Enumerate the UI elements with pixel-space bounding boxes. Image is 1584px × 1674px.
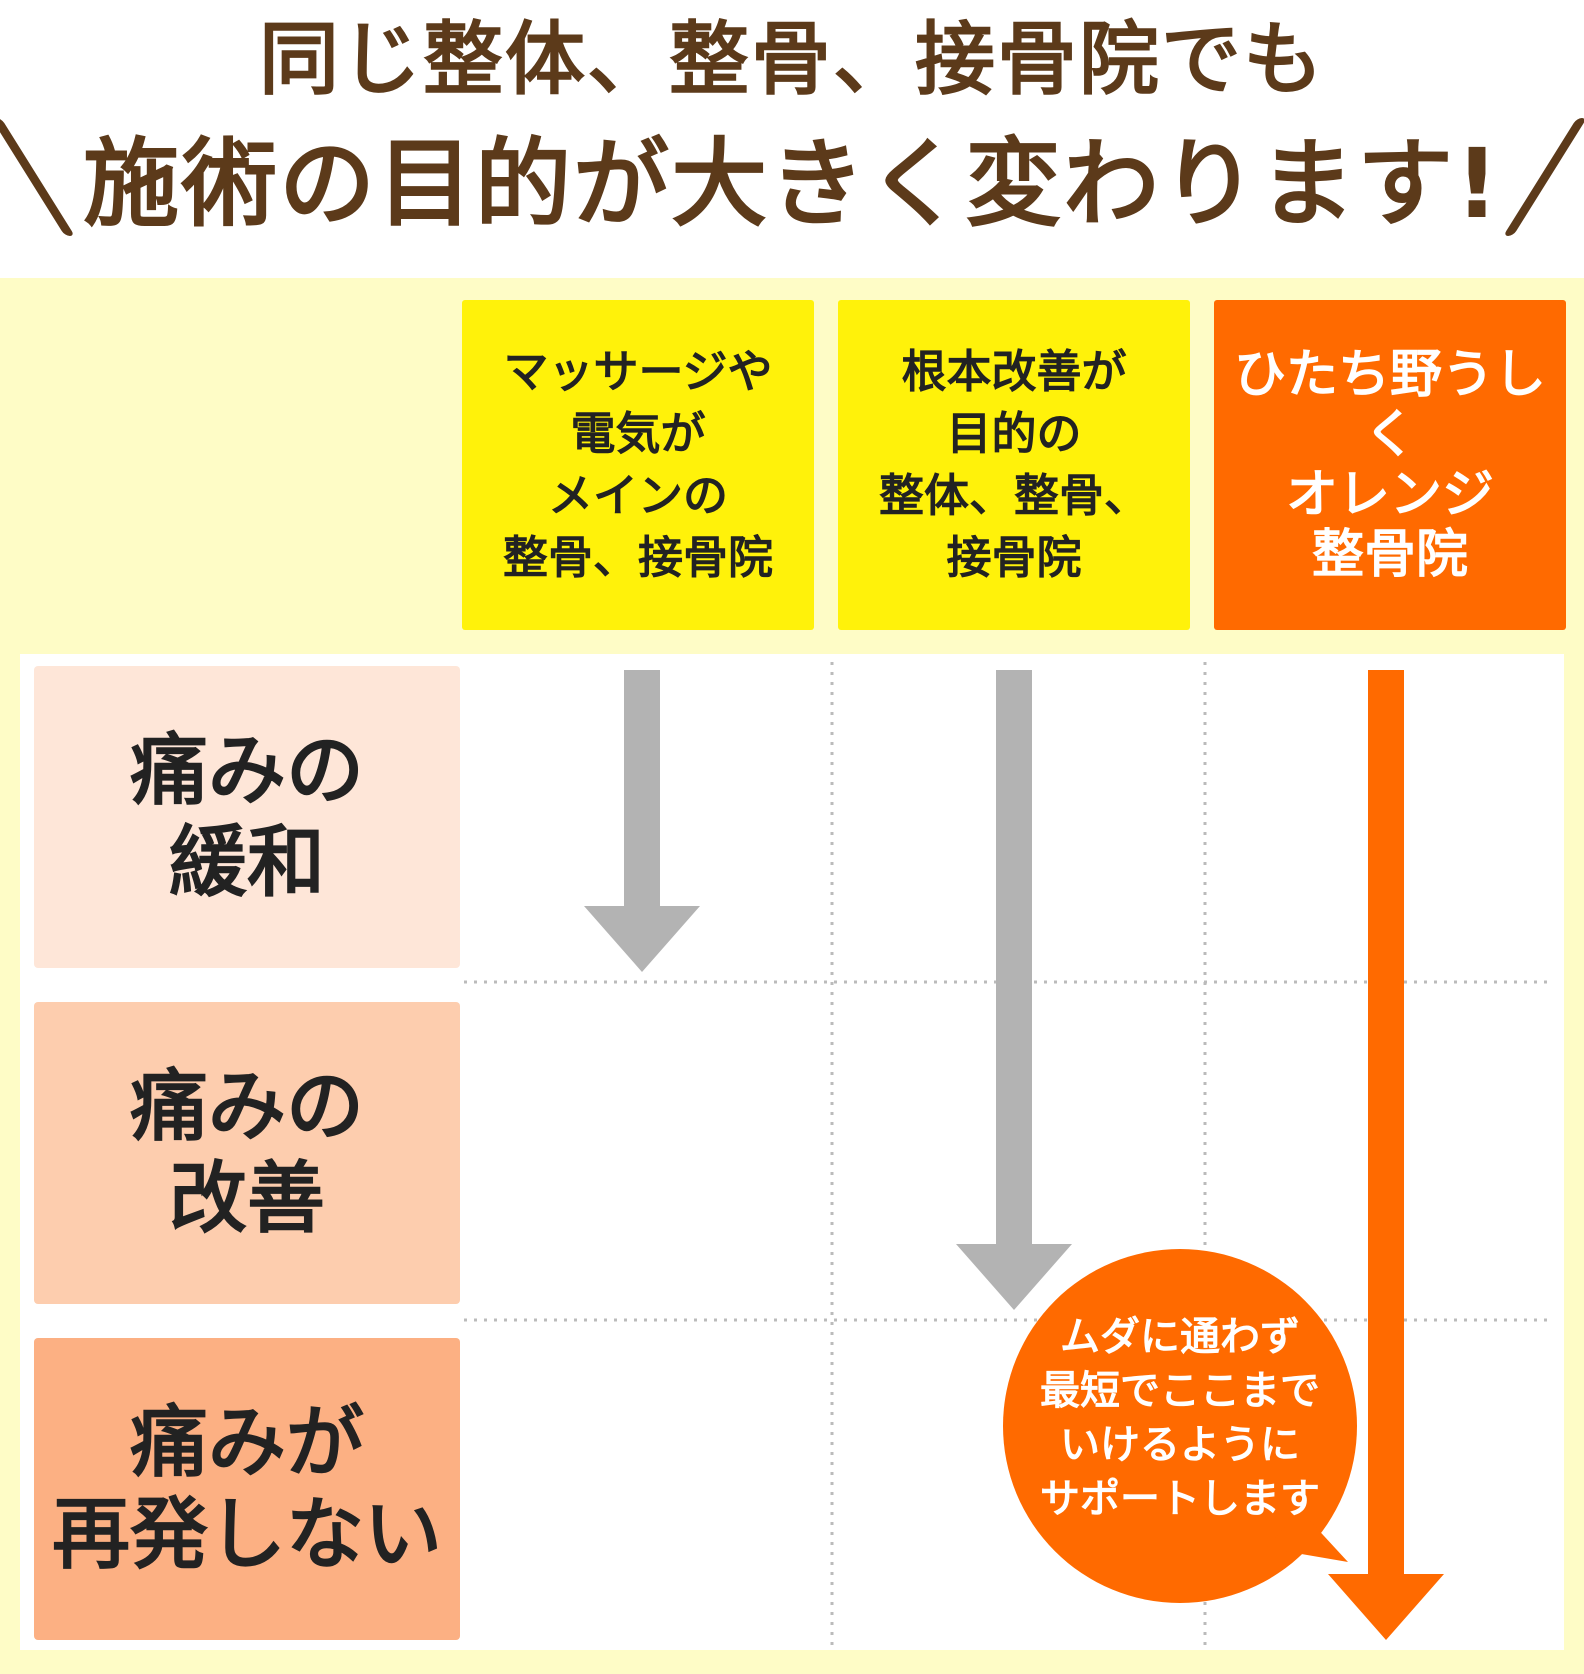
row-header-label: 痛みが 再発しない: [51, 1398, 442, 1580]
speech-bubble-tail: [1266, 1510, 1348, 1562]
speech-bubble-body: [1003, 1249, 1357, 1603]
row-header-no-recurrence: 痛みが 再発しない: [34, 1338, 460, 1640]
column-header-label: マッサージや 電気が メインの 整骨、接骨院: [502, 345, 773, 584]
column-header-label: ひたち野うしく オレンジ 整骨院: [1233, 345, 1546, 585]
row-header-label: 痛みの 緩和: [129, 726, 364, 908]
heading-line-1: 同じ整体、整骨、接骨院でも: [259, 13, 1325, 106]
row-header-pain-improvement: 痛みの 改善: [34, 1002, 460, 1304]
level-arrow-column-2: [956, 670, 1072, 1310]
row-header-label: 痛みの 改善: [129, 1062, 364, 1244]
row-header-pain-relief: 痛みの 緩和: [34, 666, 460, 968]
level-arrows: [584, 670, 1444, 1640]
speech-bubble-text: ムダに通わず 最短でここまで いけるように サポートします: [1040, 1314, 1320, 1522]
heading-line-2: 施術の目的が大きく変わります!: [83, 128, 1501, 240]
speech-bubble: [1003, 1249, 1357, 1603]
heading: 同じ整体、整骨、接骨院でも 施術の目的が大きく変わります!: [0, 0, 1584, 278]
level-arrow-column-3: [1328, 670, 1444, 1640]
column-header-massage-clinic: マッサージや 電気が メインの 整骨、接骨院: [462, 300, 814, 630]
column-header-label: 根本改善が 目的の 整体、整骨、 接骨院: [878, 345, 1149, 584]
level-arrow-column-1: [584, 670, 700, 972]
column-header-root-improvement-clinic: 根本改善が 目的の 整体、整骨、 接骨院: [838, 300, 1190, 630]
column-header-orange-clinic: ひたち野うしく オレンジ 整骨院: [1214, 300, 1566, 630]
